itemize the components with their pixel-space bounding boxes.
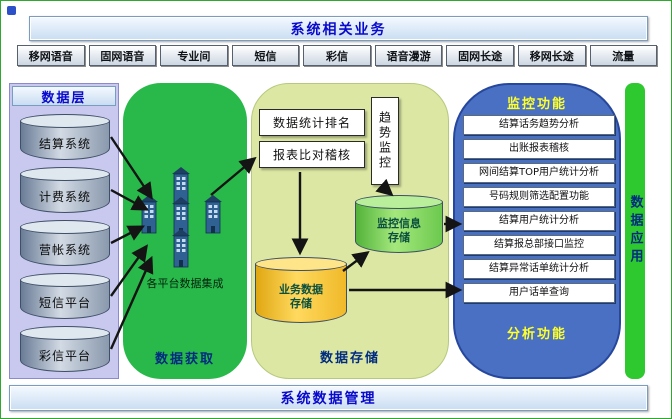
trend-monitor-box: 趋势监控 — [371, 97, 399, 185]
analysis-function-title: 分析功能 — [506, 327, 567, 342]
business-data-store-cylinder: 业务数据存储 — [255, 257, 347, 323]
top-banner: 系统相关业务 — [29, 16, 648, 41]
data-application-strip: 数据应用 — [625, 83, 645, 379]
acquisition-area: 各平台数据集成 数据获取 — [123, 83, 247, 379]
database-cylinder-accounting: 营帐系统 — [20, 220, 110, 266]
service-box-traffic: 流量 — [589, 45, 658, 66]
cylinder-top — [20, 273, 110, 287]
app-item-number-rule-filter: 号码规则筛选配置功能 — [463, 187, 615, 207]
cylinder-top — [255, 257, 347, 271]
app-item-hq-interface-monitor: 结算报总部接口监控 — [463, 235, 615, 255]
corner-mark-icon — [7, 6, 16, 15]
service-box-mobile-longdistance: 移网长途 — [517, 45, 586, 66]
app-item-trend-analysis: 结算话务趋势分析 — [463, 115, 615, 135]
cylinder-top — [20, 114, 110, 128]
top-banner-title: 系统相关业务 — [290, 21, 387, 38]
app-item-cdr-query: 用户话单查询 — [463, 283, 615, 303]
data-application-label: 数据应用 — [627, 195, 643, 267]
services-row: 移网语音 固网语音 专业间 短信 彩信 语音漫游 固网长途 移网长途 流量 — [17, 45, 658, 66]
stat-ranking-box: 数据统计排名 — [259, 109, 365, 136]
monitor-info-store-cylinder: 监控信息存储 — [355, 195, 443, 253]
app-item-abnormal-cdr-stats: 结算异常话单统计分析 — [463, 259, 615, 279]
database-cylinder-billing: 计费系统 — [20, 167, 110, 213]
acquisition-label: 数据获取 — [154, 352, 215, 367]
app-item-billing-audit: 出账报表稽核 — [463, 139, 615, 159]
service-box-mms: 彩信 — [303, 45, 371, 66]
application-area: 监控功能 结算话务趋势分析 出账报表稽核 网间结算TOP用户统计分析 号码规则筛… — [453, 83, 621, 379]
cylinder-top — [20, 220, 110, 234]
cylinder-top — [20, 326, 110, 340]
service-box-fixed-voice: 固网语音 — [88, 45, 157, 66]
service-box-sms: 短信 — [231, 45, 300, 66]
database-cylinder-settlement: 结算系统 — [20, 114, 110, 160]
buildings-cluster-icon — [139, 167, 223, 268]
database-cylinder-sms-platform: 短信平台 — [20, 273, 110, 319]
service-box-fixed-longdistance: 固网长途 — [446, 45, 514, 66]
monitor-function-title: 监控功能 — [506, 97, 567, 112]
cylinder-top — [355, 195, 443, 209]
storage-label: 数据存储 — [319, 351, 380, 366]
cylinder-top — [20, 167, 110, 181]
app-item-user-stats: 结算用户统计分析 — [463, 211, 615, 231]
service-box-voice-roaming: 语音漫游 — [374, 45, 443, 66]
bottom-banner: 系统数据管理 — [9, 385, 648, 411]
service-box-mobile-voice: 移网语音 — [17, 45, 85, 66]
report-audit-box: 报表比对稽核 — [259, 141, 365, 168]
app-item-top-user-stats: 网间结算TOP用户统计分析 — [463, 163, 615, 183]
data-layer-title: 数据层 — [12, 86, 116, 106]
integration-caption: 各平台数据集成 — [146, 277, 224, 290]
database-cylinder-mms-platform: 彩信平台 — [20, 326, 110, 372]
bottom-banner-title: 系统数据管理 — [280, 391, 377, 407]
service-box-inter-professional: 专业间 — [160, 45, 228, 66]
data-layer-panel: 数据层 结算系统 计费系统 营帐系统 短信平台 彩信平台 — [9, 83, 119, 379]
